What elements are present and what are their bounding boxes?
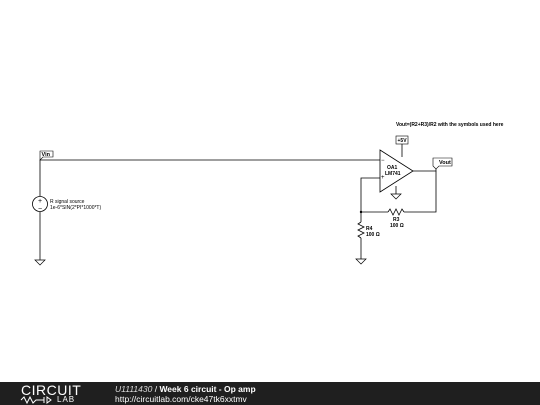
vin-node-label[interactable]: Vin	[39, 150, 54, 161]
r3-value: 100 Ω	[390, 223, 404, 229]
schematic-canvas: Vout=(R2+R3)/R2 with the symbols used he…	[32, 122, 504, 266]
vout-label-text: Vout	[439, 160, 451, 166]
op-amp-part: LM741	[385, 171, 401, 177]
circuitlab-logo[interactable]: CIRCUIT	[21, 382, 82, 398]
footer-url-link[interactable]: http://circuitlab.com/cke47tk6xxtmv	[115, 394, 247, 404]
footer-circuit-title: Week 6 circuit - Op amp	[159, 384, 256, 394]
r4-ref: R4	[366, 226, 373, 232]
circuit-annotation: Vout=(R2+R3)/R2 with the symbols used he…	[396, 122, 504, 128]
resistor-r3[interactable]	[387, 208, 405, 216]
source-name: R signal source	[50, 199, 85, 205]
footer-username[interactable]: U1111430	[115, 384, 153, 394]
vout-node-label[interactable]: Vout	[432, 157, 453, 170]
source-minus: −	[38, 206, 42, 213]
op-amp-ref: OA1	[387, 165, 398, 171]
r3-ref: R3	[393, 217, 400, 223]
supply-label-text: +5V	[398, 138, 408, 144]
op-amp-symbol	[379, 149, 414, 193]
ground-symbol-source	[34, 259, 46, 266]
footer-separator: /	[152, 384, 160, 394]
footer-bar: CIRCUIT LAB U1111430 / Week 6 circuit - …	[0, 382, 540, 405]
r4-symbol	[357, 221, 365, 239]
junction-node	[359, 210, 363, 214]
supply-node-label[interactable]: +5V	[395, 135, 409, 145]
ground-symbol-opamp	[390, 193, 402, 200]
op-amp-minus-sign: −	[381, 158, 385, 164]
footer-title-line: U1111430 / Week 6 circuit - Op amp	[115, 384, 256, 394]
signal-source[interactable]: + −	[32, 196, 48, 214]
wire-plus-input	[360, 177, 380, 222]
wire-vin	[39, 159, 380, 196]
circuitlab-logo-sub: LAB	[57, 395, 76, 404]
logo-wave-icon	[20, 396, 52, 404]
ground-symbol-r4	[355, 258, 367, 265]
resistor-r4[interactable]	[357, 221, 365, 239]
source-plus: +	[38, 198, 42, 205]
op-amp-plus-sign: +	[381, 175, 385, 181]
wire-output	[413, 169, 437, 172]
source-symbol	[32, 196, 48, 212]
op-amp-oa1[interactable]: − + OA1 LM741	[379, 149, 414, 193]
r3-symbol	[387, 208, 405, 216]
wire-feedback-right	[404, 171, 437, 213]
vin-label-text: Vin	[42, 152, 51, 158]
circuit-schematic: Vout=(R2+R3)/R2 with the symbols used he…	[32, 122, 504, 266]
r4-value: 100 Ω	[366, 232, 380, 238]
source-expression: 1e-6*SIN(2*PI*1000*T)	[50, 205, 101, 211]
